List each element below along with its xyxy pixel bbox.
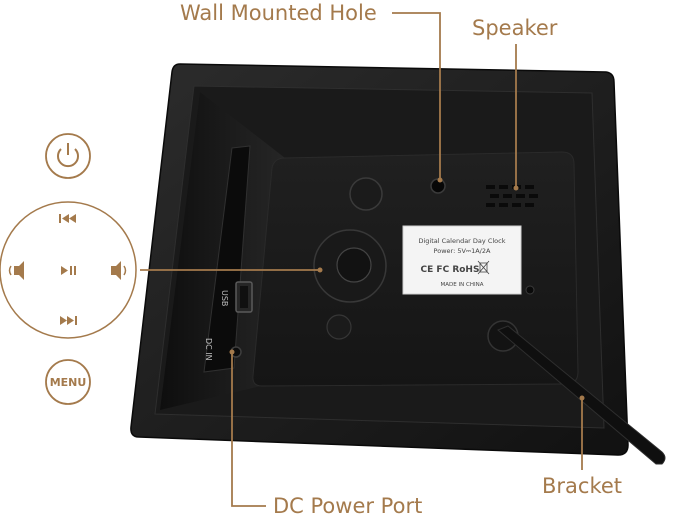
leader-dot-dc-power [229,349,235,355]
control-legend: MENU [0,133,137,405]
callout-wall-mounted-hole: Wall Mounted Hole [180,1,377,25]
leader-lines [140,12,583,507]
label-sticker: Digital Calendar Day Clock Power: 5V⎓1A/… [402,225,522,295]
usb-port-opening [240,286,248,308]
volume-up-icon [111,261,127,280]
play-pause-icon [61,266,76,275]
sticker-line2: Power: 5V⎓1A/2A [434,247,491,255]
callout-dc-power-port: DC Power Port [273,494,423,518]
callout-bracket: Bracket [542,474,623,498]
dc-port-label: DC IN [204,338,213,361]
leader-wall-hole [392,12,441,178]
bracket [487,320,666,465]
sticker-footer: MADE IN CHINA [441,282,484,288]
usb-port-label: USB [220,290,229,306]
leader-dot-bracket [579,395,585,401]
skip-next-icon [60,316,77,325]
weee-bin-icon [477,260,490,275]
speaker-grille [486,185,538,207]
back-menu-button [326,314,352,340]
reset-hole [525,285,535,295]
sticker-line1: Digital Calendar Day Clock [418,237,505,245]
back-power-button [349,177,383,211]
sticker-marks: CE FC RoHS [421,265,480,275]
leader-dot-controls [317,267,323,273]
card-slot [203,145,251,373]
power-icon [45,133,91,179]
leader-dc-power [231,354,266,507]
volume-down-icon [8,261,24,280]
menu-label: MENU [50,376,87,389]
leader-dot-wall-hole [437,177,443,183]
back-dpad-center [336,247,372,283]
menu-icon [45,359,91,405]
callout-speaker: Speaker [472,16,558,40]
leader-dot-speaker [513,185,519,191]
skip-previous-icon [59,214,76,223]
dpad-outline [0,201,137,339]
